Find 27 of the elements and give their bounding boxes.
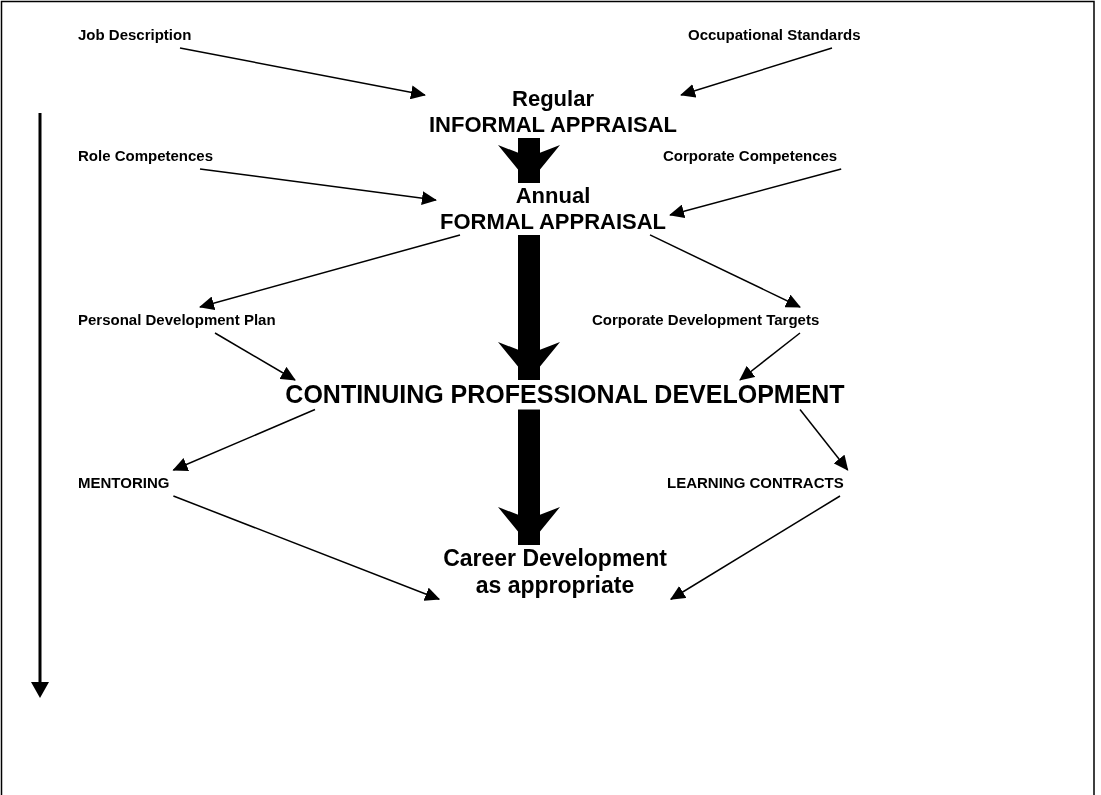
stage-label: Occupational Standards	[688, 26, 861, 44]
arrow	[179, 47, 426, 100]
arrow	[649, 234, 801, 308]
stage-label: LEARNING CONTRACTS	[667, 474, 844, 492]
arrow	[739, 332, 801, 381]
stage-heading: Career Development as appropriate	[443, 545, 667, 600]
arrow	[669, 168, 842, 219]
block-arrow	[498, 409, 560, 545]
stage-label: MENTORING	[78, 474, 170, 492]
stage-heading: Regular INFORMAL APPRAISAL	[428, 86, 678, 138]
arrow	[799, 408, 849, 471]
block-arrow	[498, 137, 560, 183]
stage-label: Corporate Competences	[663, 147, 838, 165]
stage-label: Corporate Development Targets	[592, 311, 820, 329]
stage-label: Personal Development Plan	[78, 311, 276, 329]
stage-label: Job Description	[78, 26, 192, 44]
arrow	[214, 332, 296, 381]
stage-heading: Annual FORMAL APPRAISAL	[439, 183, 667, 235]
arrow	[680, 47, 833, 98]
block-arrow	[498, 234, 560, 380]
arrow	[670, 495, 841, 600]
arrow	[199, 234, 461, 310]
stage-label: Role Competences	[78, 147, 214, 165]
arrow	[199, 168, 437, 206]
arrow	[172, 495, 441, 601]
arrow	[172, 408, 316, 471]
stage-heading: CONTINUING PROFESSIONAL DEVELOPMENT	[285, 380, 845, 410]
